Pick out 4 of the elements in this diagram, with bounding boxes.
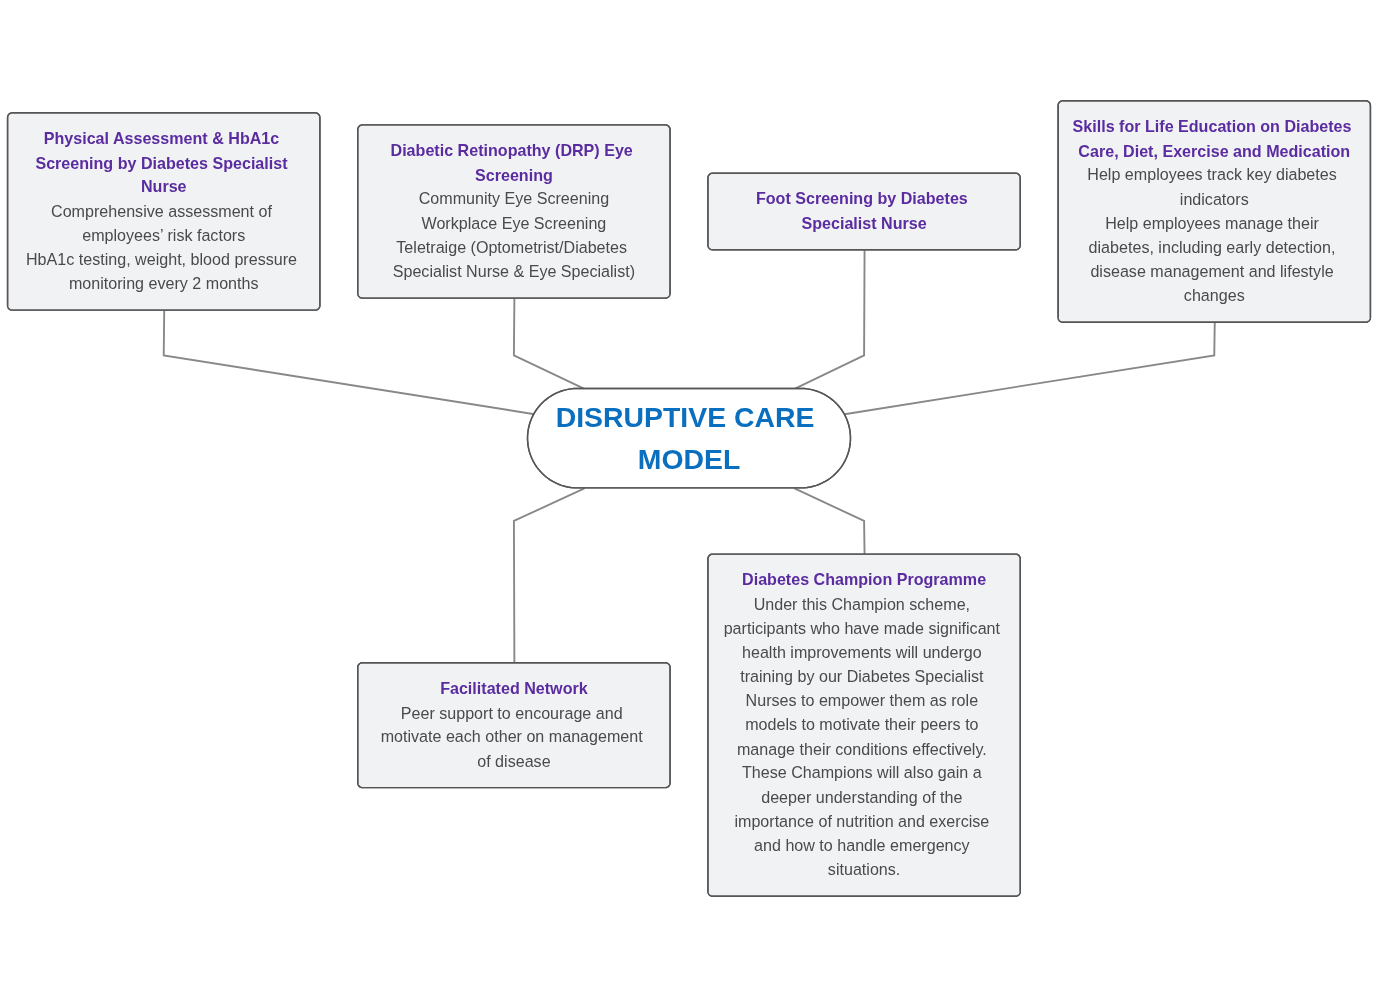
connector (843, 321, 1216, 416)
connector (512, 297, 586, 390)
connector (793, 487, 866, 556)
connector (793, 249, 866, 390)
